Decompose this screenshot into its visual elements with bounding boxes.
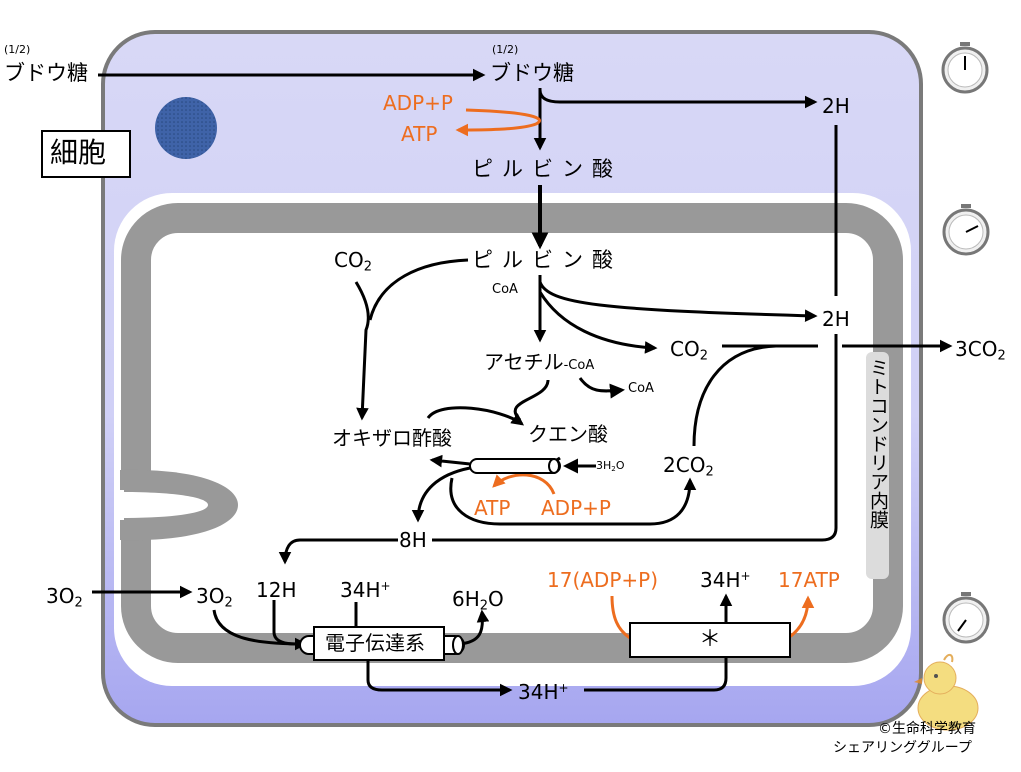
arrow-adp-synthase [610, 595, 631, 640]
o2-out-base: 3O [46, 584, 75, 608]
water-in-end: O [615, 459, 625, 472]
line-pyruvate-co2-left [368, 258, 469, 321]
arrow-co2-oxalo [354, 281, 370, 421]
atp-synthase-box: ＊ [629, 622, 791, 658]
stopwatch-icon [941, 42, 989, 94]
co2-mid-label: CO2 [670, 339, 708, 362]
two-h-label-top: 2H [822, 94, 850, 118]
two-co2-label: 2CO2 [663, 455, 714, 478]
water-out-label: 6H2O [452, 589, 504, 612]
o2-out-sub: 2 [74, 595, 83, 611]
three-co2-sub: 2 [997, 348, 1006, 364]
acetyl-coa-suffix: -CoA [563, 358, 595, 373]
inner-membrane-label: ミトコンドリア内膜 [866, 352, 889, 579]
h34-bottom-label: 34H+ [518, 682, 569, 702]
arrow-pyruvate-2h [538, 281, 818, 323]
h34-left-base: 34H [340, 578, 381, 603]
tca-tube-icon [469, 458, 561, 474]
chick-icon [914, 654, 979, 731]
h34-right-label: 34H+ [700, 570, 751, 590]
oxaloacetate-label: オキザロ酢酸 [332, 426, 452, 450]
line-34h-synthase [584, 656, 728, 692]
arrow-atp-top [455, 108, 541, 137]
two-co2-sub: 2 [705, 464, 714, 480]
water-in-label: 3H2O [596, 460, 625, 472]
water-in-base: 3H [596, 459, 612, 472]
arrow-acetyl-coa-out [578, 377, 625, 399]
twelve-h-label: 12H [256, 578, 297, 602]
co2-left-label: CO2 [334, 250, 372, 273]
arrow-glucose-2h [538, 89, 818, 109]
co2-left-base: CO [334, 248, 364, 272]
glucose-label-top: ブドウ糖 [490, 61, 574, 85]
cell-label: 細胞 [50, 136, 107, 169]
credit-line2: シェアリンググループ [833, 740, 972, 756]
etc-label: 電子伝達系 [325, 631, 425, 655]
arrow-pyruvate-co2 [538, 291, 658, 354]
arrow-etc-34h [366, 656, 513, 697]
co2-mid-base: CO [670, 337, 700, 361]
arrow-oxalo-citrate [426, 406, 525, 426]
crista-gap [116, 490, 124, 520]
o2-in-sub: 2 [224, 595, 233, 611]
h34-left-label: 34H+ [340, 580, 391, 600]
h34-left-sup: + [380, 579, 391, 593]
acetyl-coa-label: アセチル-CoA [484, 352, 594, 372]
water-out-sub: 2 [479, 598, 489, 614]
o2-in-label: 3O2 [196, 586, 233, 609]
arrow-atp-tca [492, 473, 556, 495]
half-label-left: (1/2) [4, 43, 31, 56]
two-co2-base: 2CO [663, 453, 706, 477]
h34-right-sup: + [740, 569, 751, 583]
synthase-label: ＊ [699, 627, 722, 652]
line-2h-8h [432, 334, 838, 542]
arrow-12h-etc [272, 600, 297, 646]
eight-h-label: 8H [399, 528, 427, 552]
two-h-label-mid: 2H [822, 307, 850, 331]
coa-out-label: CoA [628, 381, 654, 396]
water-out-end: O [488, 587, 504, 611]
three-co2-label: 3CO2 [955, 339, 1006, 362]
half-label-top: (1/2) [492, 43, 519, 56]
co2-mid-sub: 2 [699, 348, 708, 364]
water-in-sub: 2 [611, 463, 616, 473]
line-2co2-up [692, 344, 777, 447]
co2-left-sub: 2 [363, 259, 372, 275]
h34-right-base: 34H [700, 568, 741, 593]
citrate-label: クエン酸 [528, 422, 608, 446]
coa-small-label: CoA [492, 282, 518, 297]
pyruvate-mito-label: ピルビン酸 [472, 248, 622, 272]
atp-tca-label: ATP [474, 496, 511, 520]
adp17-label: 17(ADP+P) [547, 568, 659, 592]
pyruvate-cyto-label: ピルビン酸 [472, 157, 622, 181]
atp17-label: 17ATP [778, 568, 840, 592]
glucose-label-left: ブドウ糖 [4, 61, 88, 85]
line-acetyl-citrate [513, 379, 550, 422]
credit-line1: ©生命科学教育 [878, 721, 976, 737]
h34-bottom-base: 34H [518, 680, 559, 705]
atp-label-top: ATP [401, 122, 438, 146]
arrow-loop-8h [411, 466, 471, 523]
water-out-base: 6H [452, 587, 480, 611]
h34-bottom-sup: + [558, 681, 569, 695]
o2-out-label: 3O2 [46, 586, 83, 609]
cell-label-box: 細胞 [41, 130, 131, 178]
arrow-loop-2co2 [449, 477, 697, 526]
crista-inner [120, 492, 208, 518]
arrow-8h-12h [278, 538, 398, 565]
three-co2-base: 3CO [955, 337, 998, 361]
o2-in-base: 3O [196, 584, 225, 608]
nucleus-icon [155, 97, 217, 159]
acetyl-label: アセチル [484, 350, 564, 374]
etc-box: 電子伝達系 [313, 626, 445, 661]
adp-p-tca-label: ADP+P [541, 496, 611, 520]
stopwatch-icon [942, 592, 990, 644]
stopwatch-icon [942, 204, 990, 256]
adp-p-label-top: ADP+P [383, 91, 453, 115]
